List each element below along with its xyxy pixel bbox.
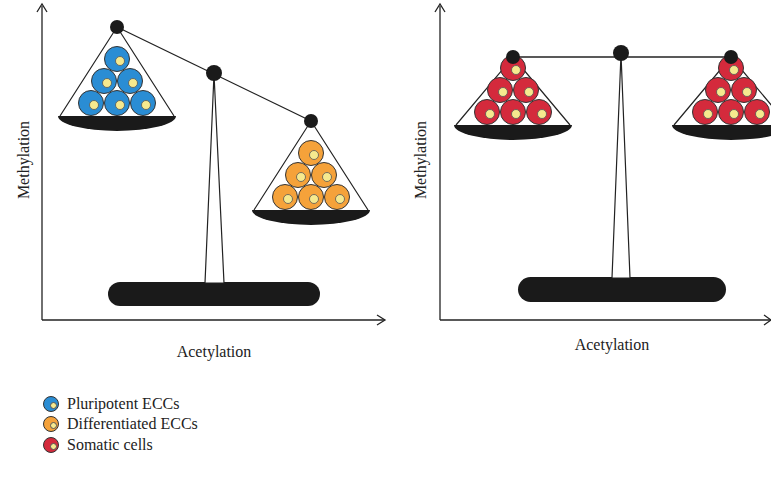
pan-strings <box>254 121 368 210</box>
axis-label: Acetylation <box>177 343 252 361</box>
scale-base <box>518 277 726 302</box>
cell-nucleus <box>336 195 345 204</box>
scale-beam <box>117 27 311 121</box>
legend-swatch <box>43 416 59 432</box>
scale-base <box>108 282 320 306</box>
axis-arrow <box>37 4 47 12</box>
cell <box>693 100 718 125</box>
cell <box>105 47 130 72</box>
cell-nucleus <box>116 57 125 66</box>
cell-nucleus <box>730 66 739 75</box>
cell-nucleus <box>499 88 508 97</box>
cell-nucleus <box>129 79 138 88</box>
scale-pan <box>58 116 176 131</box>
cell <box>325 185 350 210</box>
cell <box>286 163 311 188</box>
cell-nucleus <box>512 66 521 75</box>
cell-nucleus <box>538 110 547 119</box>
cell-nucleus <box>90 101 99 110</box>
cell-nucleus <box>756 110 765 119</box>
cell <box>105 91 130 116</box>
pivot <box>613 45 629 61</box>
legend-text: Pluripotent ECCs <box>67 395 179 413</box>
cell-nucleus <box>310 151 319 160</box>
axis-label: Methylation <box>15 121 33 199</box>
cell-nucleus <box>297 173 306 182</box>
cell-nucleus <box>142 101 151 110</box>
scale-post <box>612 54 630 278</box>
cell-nucleus <box>310 195 319 204</box>
scale-pan <box>252 210 370 225</box>
cell <box>273 185 298 210</box>
cell-nucleus <box>103 79 112 88</box>
cell <box>299 141 324 166</box>
y-axis <box>41 6 42 320</box>
cell <box>118 69 143 94</box>
pivot <box>206 65 222 81</box>
scale-pan <box>454 125 572 140</box>
cell-nucleus <box>512 110 521 119</box>
cell-nucleus <box>116 101 125 110</box>
cell <box>732 78 757 103</box>
cell-nucleus <box>323 173 332 182</box>
pan-strings <box>60 27 174 116</box>
hanger-dot <box>724 50 738 64</box>
legend-text: Somatic cells <box>67 436 153 454</box>
cell <box>745 100 770 125</box>
swatch-nucleus <box>50 422 57 429</box>
x-axis <box>42 319 384 320</box>
axis-arrow <box>377 315 385 325</box>
scale-pan <box>672 125 771 140</box>
y-axis <box>439 6 440 320</box>
scale-post <box>205 74 224 283</box>
cell <box>501 100 526 125</box>
cell <box>719 100 744 125</box>
cell <box>131 91 156 116</box>
axis-arrow <box>435 4 445 12</box>
cell-nucleus <box>486 110 495 119</box>
cell <box>527 100 552 125</box>
cell <box>488 78 513 103</box>
axis-label: Methylation <box>412 121 430 199</box>
hanger-dot <box>506 50 520 64</box>
cell-nucleus <box>704 110 713 119</box>
cell-nucleus <box>717 88 726 97</box>
cell <box>514 78 539 103</box>
legend-swatch <box>43 437 59 453</box>
cell <box>299 185 324 210</box>
pan-strings <box>456 57 570 125</box>
swatch-nucleus <box>50 443 57 450</box>
hanger-dot <box>110 20 124 34</box>
axis-label: Acetylation <box>575 336 650 354</box>
hanger-dot <box>304 114 318 128</box>
axis-arrow <box>764 315 771 325</box>
cell-nucleus <box>730 110 739 119</box>
swatch-nucleus <box>50 402 57 409</box>
cell <box>92 69 117 94</box>
cell <box>475 100 500 125</box>
cell <box>312 163 337 188</box>
x-axis <box>440 319 771 320</box>
cell-nucleus <box>743 88 752 97</box>
legend-swatch <box>43 396 59 412</box>
cell-nucleus <box>525 88 534 97</box>
legend-text: Differentiated ECCs <box>67 415 198 433</box>
cell <box>79 91 104 116</box>
cell <box>706 78 731 103</box>
cell-nucleus <box>284 195 293 204</box>
